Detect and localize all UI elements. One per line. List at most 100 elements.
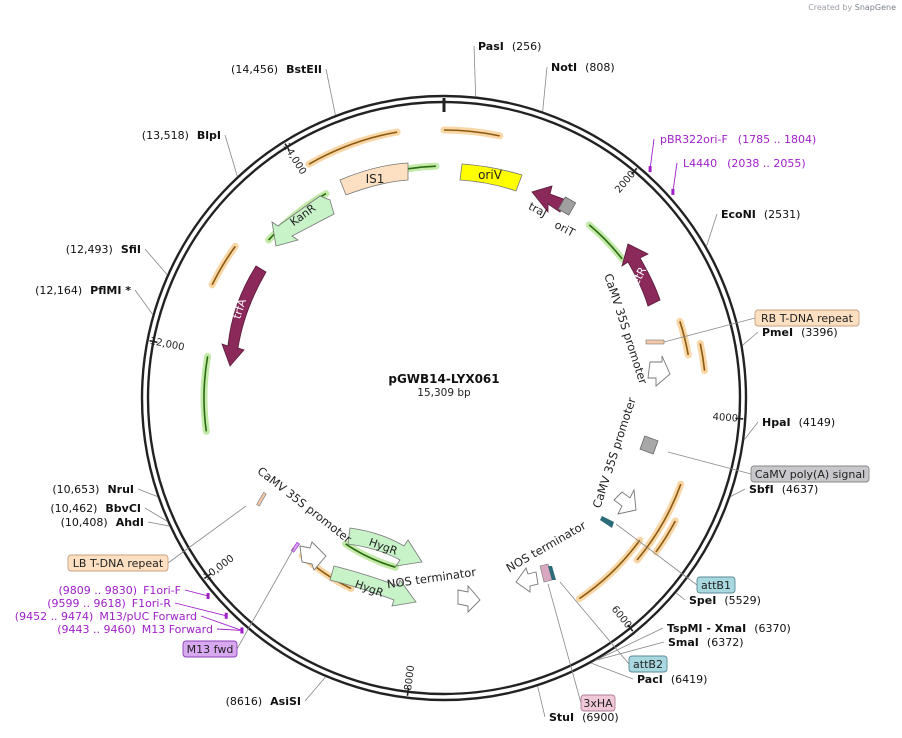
site-sfii[interactable]: (12,493)SfiI — [66, 243, 168, 276]
feature-box — [628, 655, 668, 673]
label-camv35s-c: CaMV 35S promoter — [255, 464, 355, 546]
site-leader — [730, 488, 746, 498]
feature-oriV[interactable]: oriV — [459, 163, 523, 192]
feature-box-label: LB T-DNA repeat — [73, 557, 164, 570]
feature-IS1[interactable]: IS1 — [339, 162, 409, 196]
site-spei[interactable]: SpeI(5529) — [675, 592, 761, 607]
site-leader — [144, 507, 168, 522]
orf-arc — [203, 356, 209, 432]
plasmid-name: pGWB14-LYX061 — [388, 372, 499, 386]
tick-label: 12,000 — [149, 336, 185, 353]
label-HygR-1: HygR — [367, 536, 399, 558]
feature-box-attb2[interactable]: attB2 — [559, 581, 668, 673]
site-leader — [325, 68, 336, 116]
primer-l4440[interactable]: L4440(2038 .. 2055) — [671, 157, 806, 195]
site-stui[interactable]: StuI(6900) — [537, 686, 619, 724]
feature-box-label: M13 fwd — [187, 643, 234, 656]
site-leader — [595, 627, 664, 661]
site-pasi[interactable]: PasI(256) — [473, 40, 541, 97]
site-label: (10,653)NruI — [52, 483, 134, 496]
feature-box — [580, 694, 616, 712]
primer-label: (9599 .. 9618)F1ori-R — [47, 597, 171, 610]
site-label: PacI(6419) — [637, 673, 707, 686]
site-hpai[interactable]: HpaI(4149) — [743, 416, 835, 441]
label-IS1: IS1 — [366, 172, 385, 186]
credit-brand: SnapGene — [854, 3, 896, 12]
primer-pbr322ori-f[interactable]: pBR322ori-F(1785 .. 1804) — [648, 133, 817, 173]
lb-tdna-mark — [256, 492, 267, 507]
primer-leader — [672, 162, 678, 192]
site-sbfi[interactable]: SbfI(4637) — [730, 483, 818, 498]
primer-mark — [671, 188, 675, 195]
site-leader — [137, 488, 158, 498]
site-asisi[interactable]: (8616)AsiSI — [226, 676, 326, 708]
feature-box-leader — [559, 581, 630, 665]
feature-box-attb1[interactable]: attB1 — [615, 523, 736, 594]
site-blpi[interactable]: (13,518)BlpI — [142, 129, 238, 177]
label-camv35s-b: CaMV 35S promoter — [590, 395, 639, 509]
feature-box-label: RB T-DNA repeat — [761, 312, 854, 325]
primer-label: L4440(2038 .. 2055) — [683, 157, 806, 170]
site-label: (10,462)BbvCI — [50, 502, 141, 515]
site-bsteii[interactable]: (14,456)BstEII — [231, 63, 336, 116]
site-nrui[interactable]: (10,653)NruI — [52, 483, 158, 498]
primer-m13-forward[interactable]: (9443 .. 9460)M13 Forward — [57, 623, 244, 636]
feature-box-m13-fwd[interactable]: M13 fwd — [182, 547, 295, 658]
feature-promoter-arrow-right — [647, 355, 671, 387]
feature-promoter-arrow-lower — [613, 488, 637, 515]
tick-mark — [406, 687, 410, 696]
site-label: (13,518)BlpI — [142, 129, 221, 142]
site-ahdi[interactable]: (10,408)AhdI — [61, 516, 170, 529]
feature-trfA[interactable]: trfA — [221, 265, 267, 367]
feature-box — [67, 554, 169, 572]
site-noti[interactable]: NotI(808) — [542, 61, 615, 112]
feature-terminator-arrow-2 — [515, 567, 539, 593]
feature-traJ[interactable]: traJ — [526, 185, 567, 220]
site-tspmi-xmai[interactable]: TspMI - XmaI(6370) — [595, 622, 791, 661]
tick-mark — [284, 143, 290, 151]
site-pflmi-[interactable]: (12,164)PflMI * — [35, 284, 154, 315]
site-smai[interactable]: SmaI(6372) — [595, 636, 744, 661]
site-leader — [675, 592, 686, 601]
tick-mark — [149, 339, 158, 344]
orf-arc — [578, 539, 641, 600]
site-leader — [595, 641, 665, 661]
feature-box-label: attB2 — [633, 658, 663, 671]
site-leader — [134, 289, 154, 315]
site-paci[interactable]: PacI(6419) — [590, 662, 707, 686]
orf-arc — [679, 321, 690, 356]
site-label: PasI(256) — [478, 40, 541, 53]
feature-box-rb-t-dna-repeat[interactable]: RB T-DNA repeat — [663, 309, 860, 343]
tick-mark — [627, 624, 634, 632]
site-leader — [473, 45, 477, 97]
feature-box — [754, 309, 860, 327]
feature-terminator-arrow-1 — [457, 584, 481, 614]
feature-box-camv-poly-a-signal[interactable]: CaMV poly(A) signal — [667, 451, 870, 483]
site-label: (8616)AsiSI — [226, 695, 301, 708]
tick-mark — [735, 417, 744, 420]
site-pmei[interactable]: PmeI(3396) — [742, 326, 838, 346]
credit-prefix: Created by — [808, 3, 853, 12]
site-label: EcoNI(2531) — [721, 208, 800, 221]
primer-mark — [240, 627, 244, 634]
label-oriV: oriV — [478, 168, 503, 182]
feature-promoter-arrow-left — [299, 541, 327, 571]
site-leader — [542, 66, 548, 112]
feature-box — [182, 640, 238, 658]
feature-box-3xha[interactable]: 3xHA — [547, 583, 616, 712]
primer-mark — [224, 612, 228, 619]
feature-KanR[interactable]: KanR — [271, 195, 335, 247]
site-bbvci[interactable]: (10,462)BbvCI — [50, 502, 168, 522]
orf-arc — [211, 245, 236, 286]
primer-f1ori-f[interactable]: (9809 .. 9830)F1ori-F — [59, 584, 210, 599]
label-oriT: oriT — [552, 218, 577, 239]
feature-box — [696, 576, 736, 594]
feature-box-leader — [663, 317, 756, 343]
primer-f1ori-r[interactable]: (9599 .. 9618)F1ori-R — [47, 597, 228, 619]
site-econi[interactable]: EcoNI(2531) — [706, 208, 800, 247]
primer-m13-puc-forward[interactable]: (9452 .. 9474)M13/pUC Forward — [15, 610, 244, 634]
tick-mark — [631, 167, 638, 175]
feature-TetR[interactable]: TetR — [621, 243, 661, 307]
site-label: (12,164)PflMI * — [35, 284, 131, 297]
feature-box-lb-t-dna-repeat[interactable]: LB T-DNA repeat — [67, 505, 247, 572]
